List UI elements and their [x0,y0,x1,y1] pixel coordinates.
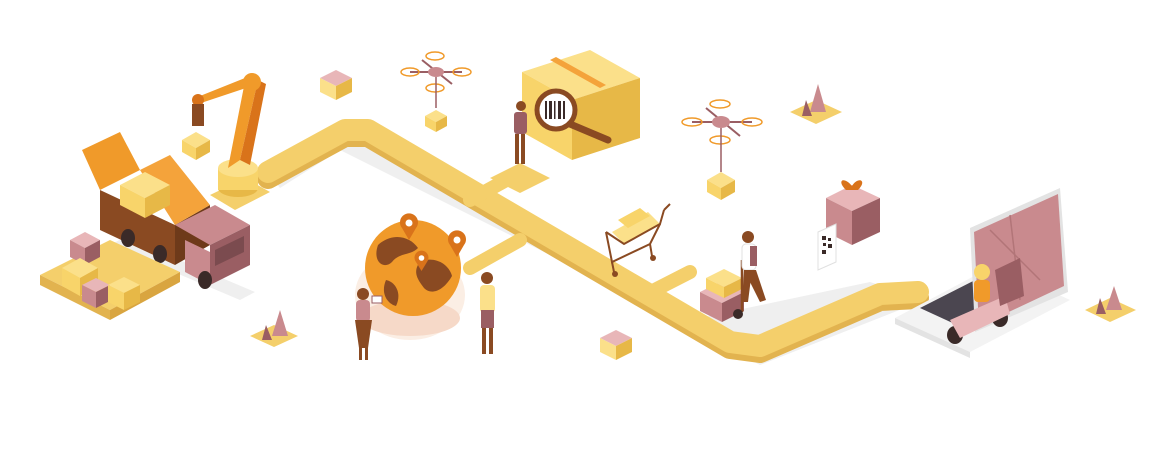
laptop [895,188,1070,358]
gift-box [108,277,140,310]
drone [681,99,763,200]
globe [355,213,495,360]
cone-decoration [790,84,842,124]
map-pin-icon [414,250,429,271]
gift-box [817,180,880,271]
courier-figure [741,231,766,302]
cone-decoration [250,310,298,347]
man-figure [480,272,495,354]
shopping-cart [605,203,671,277]
magnifier-icon [534,88,612,144]
worker-figure [514,101,527,164]
gift-box [70,232,100,265]
gift-box [82,278,110,308]
robot-arm [182,73,270,210]
qr-code [817,223,837,271]
woman-figure [355,288,383,360]
path-branch-cart [638,265,697,302]
scooter-courier [947,258,1024,344]
delivery-path [257,119,929,365]
path-shadow [270,130,925,365]
barcode-box [490,50,640,193]
parcel-stack-small [320,70,352,100]
drone [400,51,472,132]
cone-decoration [1085,286,1136,322]
map-pin-icon [400,213,418,240]
map-pin-icon [448,230,466,257]
parcel-stack [40,232,180,320]
path-branch-globe [463,233,527,275]
parcel-stack-small [600,330,632,360]
path-top [257,119,929,357]
hand-truck [700,231,766,322]
delivery-truck [82,132,255,300]
